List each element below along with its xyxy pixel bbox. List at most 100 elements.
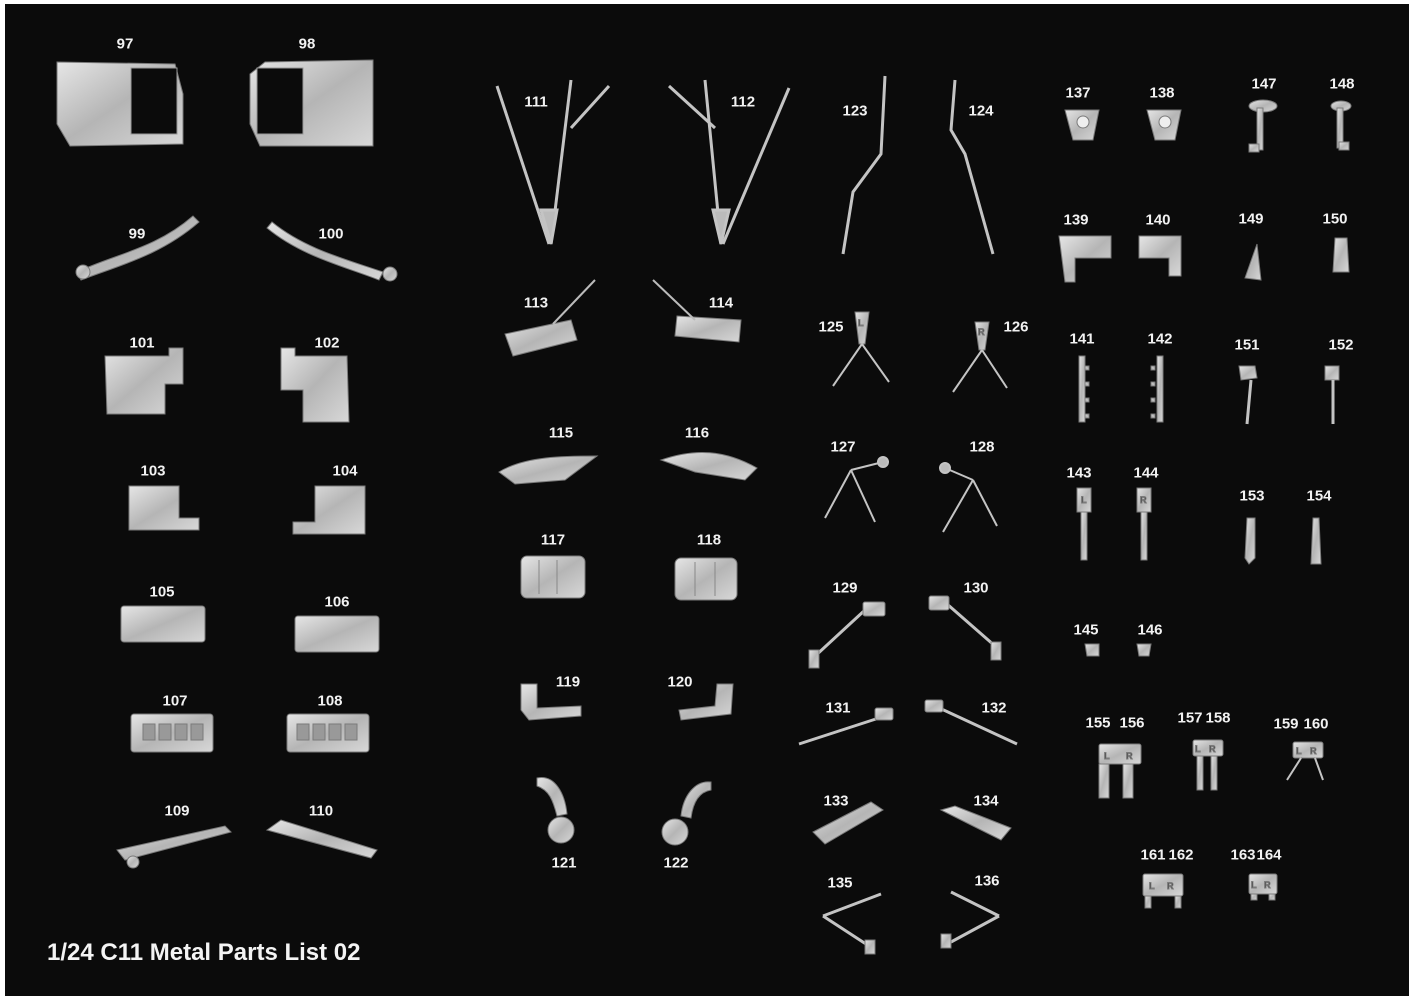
part-number-label: 151 bbox=[1234, 336, 1260, 354]
part-129-arm-left bbox=[808, 601, 886, 669]
part-number-label: 146 bbox=[1137, 621, 1163, 639]
part-number-label: 116 bbox=[684, 424, 710, 442]
part-147-valve-stem bbox=[1248, 99, 1278, 153]
part-98-cab-panel bbox=[249, 59, 374, 147]
part-163-164-pair: L R bbox=[1248, 873, 1278, 901]
side-mark-R: R bbox=[978, 327, 985, 337]
part-116-shade bbox=[659, 452, 758, 481]
part-number-label: 154 bbox=[1306, 487, 1332, 505]
part-100-flex-pipe bbox=[266, 221, 398, 282]
part-108-valve-block bbox=[286, 713, 370, 753]
part-number-label: 98 bbox=[298, 35, 316, 53]
part-number-label: 141 bbox=[1069, 330, 1095, 348]
part-number-label: 153 bbox=[1239, 487, 1265, 505]
part-157-158-pair: L R bbox=[1192, 739, 1224, 791]
part-number-label: 123 bbox=[842, 102, 868, 120]
part-number-label: 106 bbox=[324, 593, 350, 611]
part-number-label: 104 bbox=[332, 462, 358, 480]
part-number-label: 157 bbox=[1177, 709, 1203, 727]
part-118-ribbed-block bbox=[674, 557, 738, 601]
side-mark-R: R bbox=[1310, 746, 1317, 756]
side-mark-L: L bbox=[858, 318, 864, 328]
sheet-title: 1/24 C11 Metal Parts List 02 bbox=[47, 939, 361, 966]
part-number-label: 109 bbox=[164, 802, 190, 820]
part-number-label: 111 bbox=[524, 93, 548, 111]
part-155-156-pair: L R bbox=[1098, 743, 1142, 799]
part-128-linkage bbox=[939, 462, 998, 533]
part-101-plate bbox=[104, 347, 184, 415]
part-number-label: 124 bbox=[968, 102, 994, 120]
part-126-bracket-right: R bbox=[952, 321, 1008, 393]
part-141-strip bbox=[1078, 355, 1090, 423]
part-number-label: 140 bbox=[1145, 211, 1171, 229]
part-number-label: 126 bbox=[1003, 318, 1029, 336]
part-number-label: 125 bbox=[818, 318, 844, 336]
part-number-label: 128 bbox=[969, 438, 995, 456]
side-mark-L: L bbox=[1104, 751, 1110, 761]
part-136-pedal bbox=[940, 890, 1000, 949]
part-number-label: 145 bbox=[1073, 621, 1099, 639]
part-number-label: 102 bbox=[314, 334, 340, 352]
part-number-label: 139 bbox=[1063, 211, 1089, 229]
part-133-lever bbox=[812, 801, 884, 845]
part-number-label: 122 bbox=[663, 854, 689, 872]
part-111-frame bbox=[495, 79, 611, 245]
part-number-label: 156 bbox=[1119, 714, 1145, 732]
part-159-160-pair: L R bbox=[1286, 741, 1324, 781]
part-146-clip bbox=[1136, 643, 1152, 657]
part-number-label: 135 bbox=[827, 874, 853, 892]
part-113-step bbox=[504, 279, 596, 357]
part-144-handle-right: R bbox=[1136, 487, 1152, 561]
part-number-label: 132 bbox=[981, 699, 1007, 717]
part-122-drum bbox=[661, 781, 712, 846]
part-number-label: 108 bbox=[317, 692, 343, 710]
part-number-label: 127 bbox=[830, 438, 856, 456]
part-number-label: 119 bbox=[555, 673, 581, 691]
part-99-flex-pipe bbox=[75, 215, 200, 281]
part-number-label: 152 bbox=[1328, 336, 1354, 354]
side-mark-R: R bbox=[1167, 881, 1174, 891]
part-number-label: 161 bbox=[1140, 846, 1166, 864]
part-number-label: 107 bbox=[162, 692, 188, 710]
part-number-label: 159 bbox=[1273, 715, 1299, 733]
part-149-wedge bbox=[1244, 243, 1262, 281]
part-number-label: 99 bbox=[128, 225, 146, 243]
part-123-rod bbox=[841, 75, 887, 255]
part-115-shade bbox=[498, 455, 599, 485]
part-127-linkage bbox=[824, 456, 889, 523]
part-number-label: 112 bbox=[730, 93, 756, 111]
part-153-pin bbox=[1244, 517, 1256, 565]
part-150-wedge bbox=[1332, 237, 1350, 273]
part-120-elbow bbox=[678, 683, 734, 721]
part-117-ribbed-block bbox=[520, 555, 586, 599]
part-145-clip bbox=[1084, 643, 1100, 657]
part-number-label: 129 bbox=[832, 579, 858, 597]
part-number-label: 158 bbox=[1205, 709, 1231, 727]
part-140-bracket bbox=[1138, 235, 1182, 277]
side-mark-L: L bbox=[1081, 495, 1087, 505]
part-154-pin bbox=[1310, 517, 1322, 565]
part-110-bar bbox=[265, 819, 378, 859]
part-number-label: 149 bbox=[1238, 210, 1264, 228]
part-112-frame bbox=[667, 79, 791, 245]
part-number-label: 155 bbox=[1085, 714, 1111, 732]
part-number-label: 113 bbox=[523, 294, 549, 312]
part-number-label: 103 bbox=[140, 462, 166, 480]
side-mark-R: R bbox=[1140, 495, 1147, 505]
part-124-rod bbox=[949, 79, 995, 255]
part-number-label: 142 bbox=[1147, 330, 1173, 348]
side-mark-R: R bbox=[1126, 751, 1133, 761]
part-number-label: 105 bbox=[149, 583, 175, 601]
side-mark-L: L bbox=[1296, 746, 1302, 756]
part-number-label: 160 bbox=[1303, 715, 1329, 733]
part-number-label: 136 bbox=[974, 872, 1000, 890]
part-number-label: 97 bbox=[116, 35, 134, 53]
side-mark-R: R bbox=[1209, 744, 1216, 754]
part-number-label: 120 bbox=[667, 673, 693, 691]
part-130-arm-right bbox=[928, 595, 1002, 661]
part-104-bracket bbox=[292, 485, 366, 535]
part-139-bracket bbox=[1058, 235, 1112, 283]
part-number-label: 110 bbox=[308, 802, 334, 820]
part-107-valve-block bbox=[130, 713, 214, 753]
part-number-label: 163 bbox=[1230, 846, 1256, 864]
